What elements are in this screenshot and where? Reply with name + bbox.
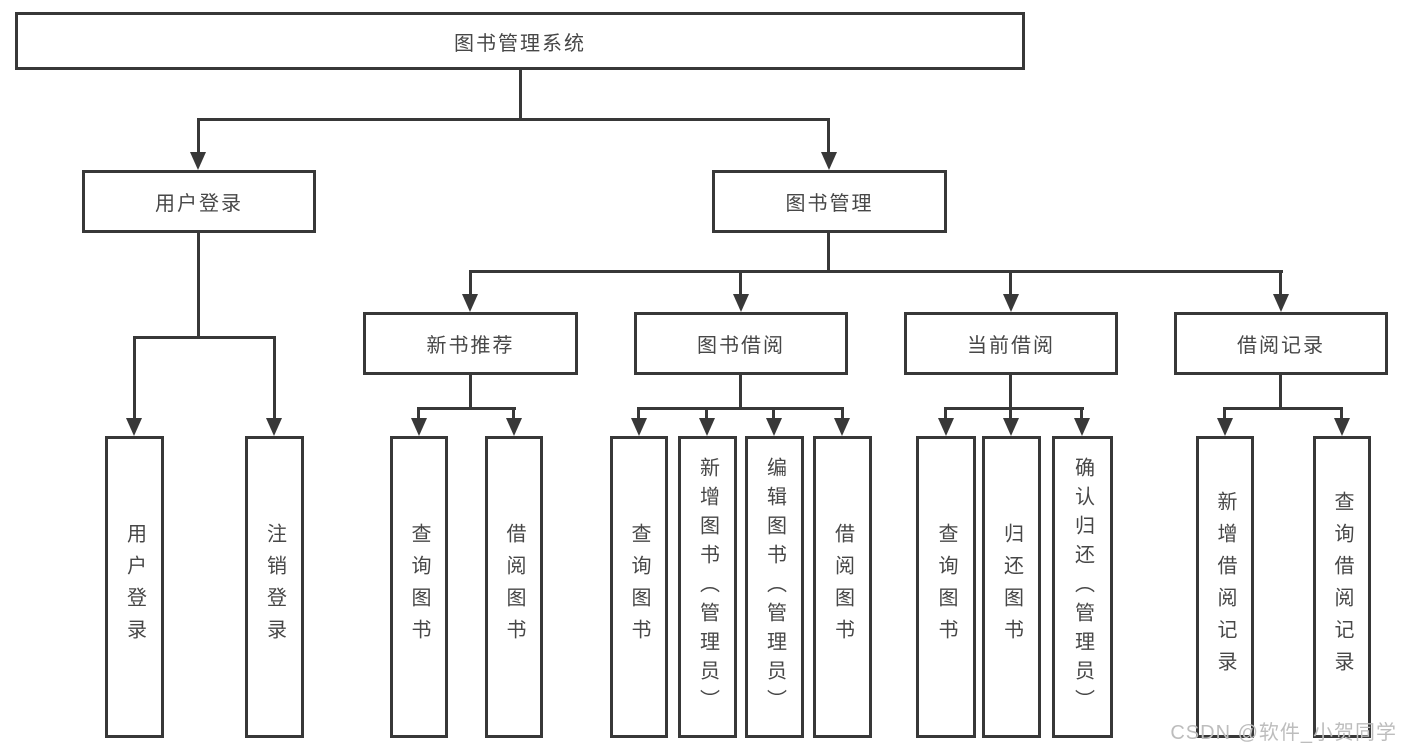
connector-line — [772, 407, 775, 421]
node-current-return-books: 归还图书 — [982, 436, 1041, 738]
arrow-down — [821, 152, 837, 170]
connector-line — [1009, 375, 1012, 410]
node-logout-action: 注销登录 — [245, 436, 304, 738]
node-label: 图书借阅 — [697, 335, 785, 357]
node-label: 新书推荐 — [426, 335, 515, 357]
arrow-down — [1334, 418, 1350, 436]
node-label: 借阅记录 — [1237, 335, 1325, 357]
node-label: 当前借阅 — [967, 335, 1055, 357]
node-user-login: 用户登录 — [82, 170, 316, 233]
connector-line — [519, 69, 522, 121]
node-borrowing-query-books: 查询图书 — [610, 436, 668, 738]
arrow-down — [699, 418, 715, 436]
connector-line — [1009, 407, 1012, 421]
connector-line — [739, 375, 742, 410]
connector-line — [133, 336, 136, 420]
connector-line — [417, 407, 420, 421]
arrow-down — [631, 418, 647, 436]
arrow-down — [411, 418, 427, 436]
node-borrowing-add-books-admin: 新增图书（管理员） — [678, 436, 737, 738]
connector-line — [512, 407, 515, 421]
arrow-down — [506, 418, 522, 436]
connector-line — [1009, 270, 1012, 296]
connector-line — [1080, 407, 1083, 421]
arrow-down — [1003, 294, 1019, 312]
connector-line — [841, 407, 844, 421]
node-current-query-books: 查询图书 — [916, 436, 976, 738]
node-label: 编辑图书（管理员） — [763, 456, 786, 718]
arrow-down — [938, 418, 954, 436]
connector-line — [827, 118, 830, 154]
connector-line — [469, 375, 472, 410]
arrow-down — [190, 152, 206, 170]
node-borrowing-edit-books-admin: 编辑图书（管理员） — [745, 436, 804, 738]
node-label: 查询图书 — [628, 523, 650, 651]
connector-line — [469, 270, 1283, 273]
node-label: 借阅图书 — [503, 523, 525, 651]
node-label: 用户登录 — [123, 523, 146, 651]
connector-line — [827, 233, 830, 273]
node-book-management: 图书管理 — [712, 170, 947, 233]
node-label: 新增图书（管理员） — [696, 456, 719, 718]
node-query-borrowing-record: 查询借阅记录 — [1313, 436, 1371, 738]
watermark: CSDN @软件_小贺同学 — [1170, 722, 1397, 744]
node-label: 查询图书 — [935, 523, 957, 651]
connector-line — [944, 407, 1084, 410]
arrow-down — [1003, 418, 1019, 436]
connector-line — [1340, 407, 1343, 421]
node-label: 图书管理系统 — [454, 32, 586, 55]
arrow-down — [834, 418, 850, 436]
connector-line — [739, 270, 742, 296]
arrow-down — [1273, 294, 1289, 312]
node-new-book-recommendation: 新书推荐 — [363, 312, 578, 375]
connector-line — [197, 233, 200, 339]
arrow-down — [266, 418, 282, 436]
node-current-confirm-return-admin: 确认归还（管理员） — [1052, 436, 1113, 738]
node-current-borrowing: 当前借阅 — [904, 312, 1118, 375]
connector-line — [197, 118, 830, 121]
arrow-down — [462, 294, 478, 312]
node-label: 归还图书 — [1000, 523, 1023, 651]
node-system-root: 图书管理系统 — [15, 12, 1025, 70]
node-borrowing-borrow-books: 借阅图书 — [813, 436, 872, 738]
arrow-down — [126, 418, 142, 436]
connector-line — [637, 407, 844, 410]
node-add-borrowing-record: 新增借阅记录 — [1196, 436, 1254, 738]
connector-line — [273, 336, 276, 420]
node-label: 确认归还（管理员） — [1071, 456, 1094, 718]
node-label: 新增借阅记录 — [1214, 491, 1236, 683]
node-user-login-action: 用户登录 — [105, 436, 164, 738]
connector-line — [1279, 270, 1282, 296]
arrow-down — [733, 294, 749, 312]
connector-line — [1223, 407, 1226, 421]
node-label: 借阅图书 — [831, 523, 854, 651]
arrow-down — [1074, 418, 1090, 436]
connector-line — [417, 407, 516, 410]
node-label: 图书管理 — [785, 193, 874, 215]
node-label: 注销登录 — [263, 523, 286, 651]
connector-line — [944, 407, 947, 421]
node-label: 用户登录 — [155, 193, 243, 215]
connector-line — [133, 336, 276, 339]
connector-line — [1279, 375, 1282, 410]
node-recommend-borrow-books: 借阅图书 — [485, 436, 543, 738]
node-label: 查询借阅记录 — [1331, 491, 1353, 683]
node-label: 查询图书 — [408, 523, 430, 651]
connector-line — [637, 407, 640, 421]
connector-line — [197, 118, 200, 154]
connector-line — [469, 270, 472, 296]
node-borrowing-records: 借阅记录 — [1174, 312, 1388, 375]
arrow-down — [1217, 418, 1233, 436]
arrow-down — [766, 418, 782, 436]
connector-line — [1223, 407, 1343, 410]
node-book-borrowing: 图书借阅 — [634, 312, 848, 375]
node-recommend-query-books: 查询图书 — [390, 436, 448, 738]
connector-line — [705, 407, 708, 421]
